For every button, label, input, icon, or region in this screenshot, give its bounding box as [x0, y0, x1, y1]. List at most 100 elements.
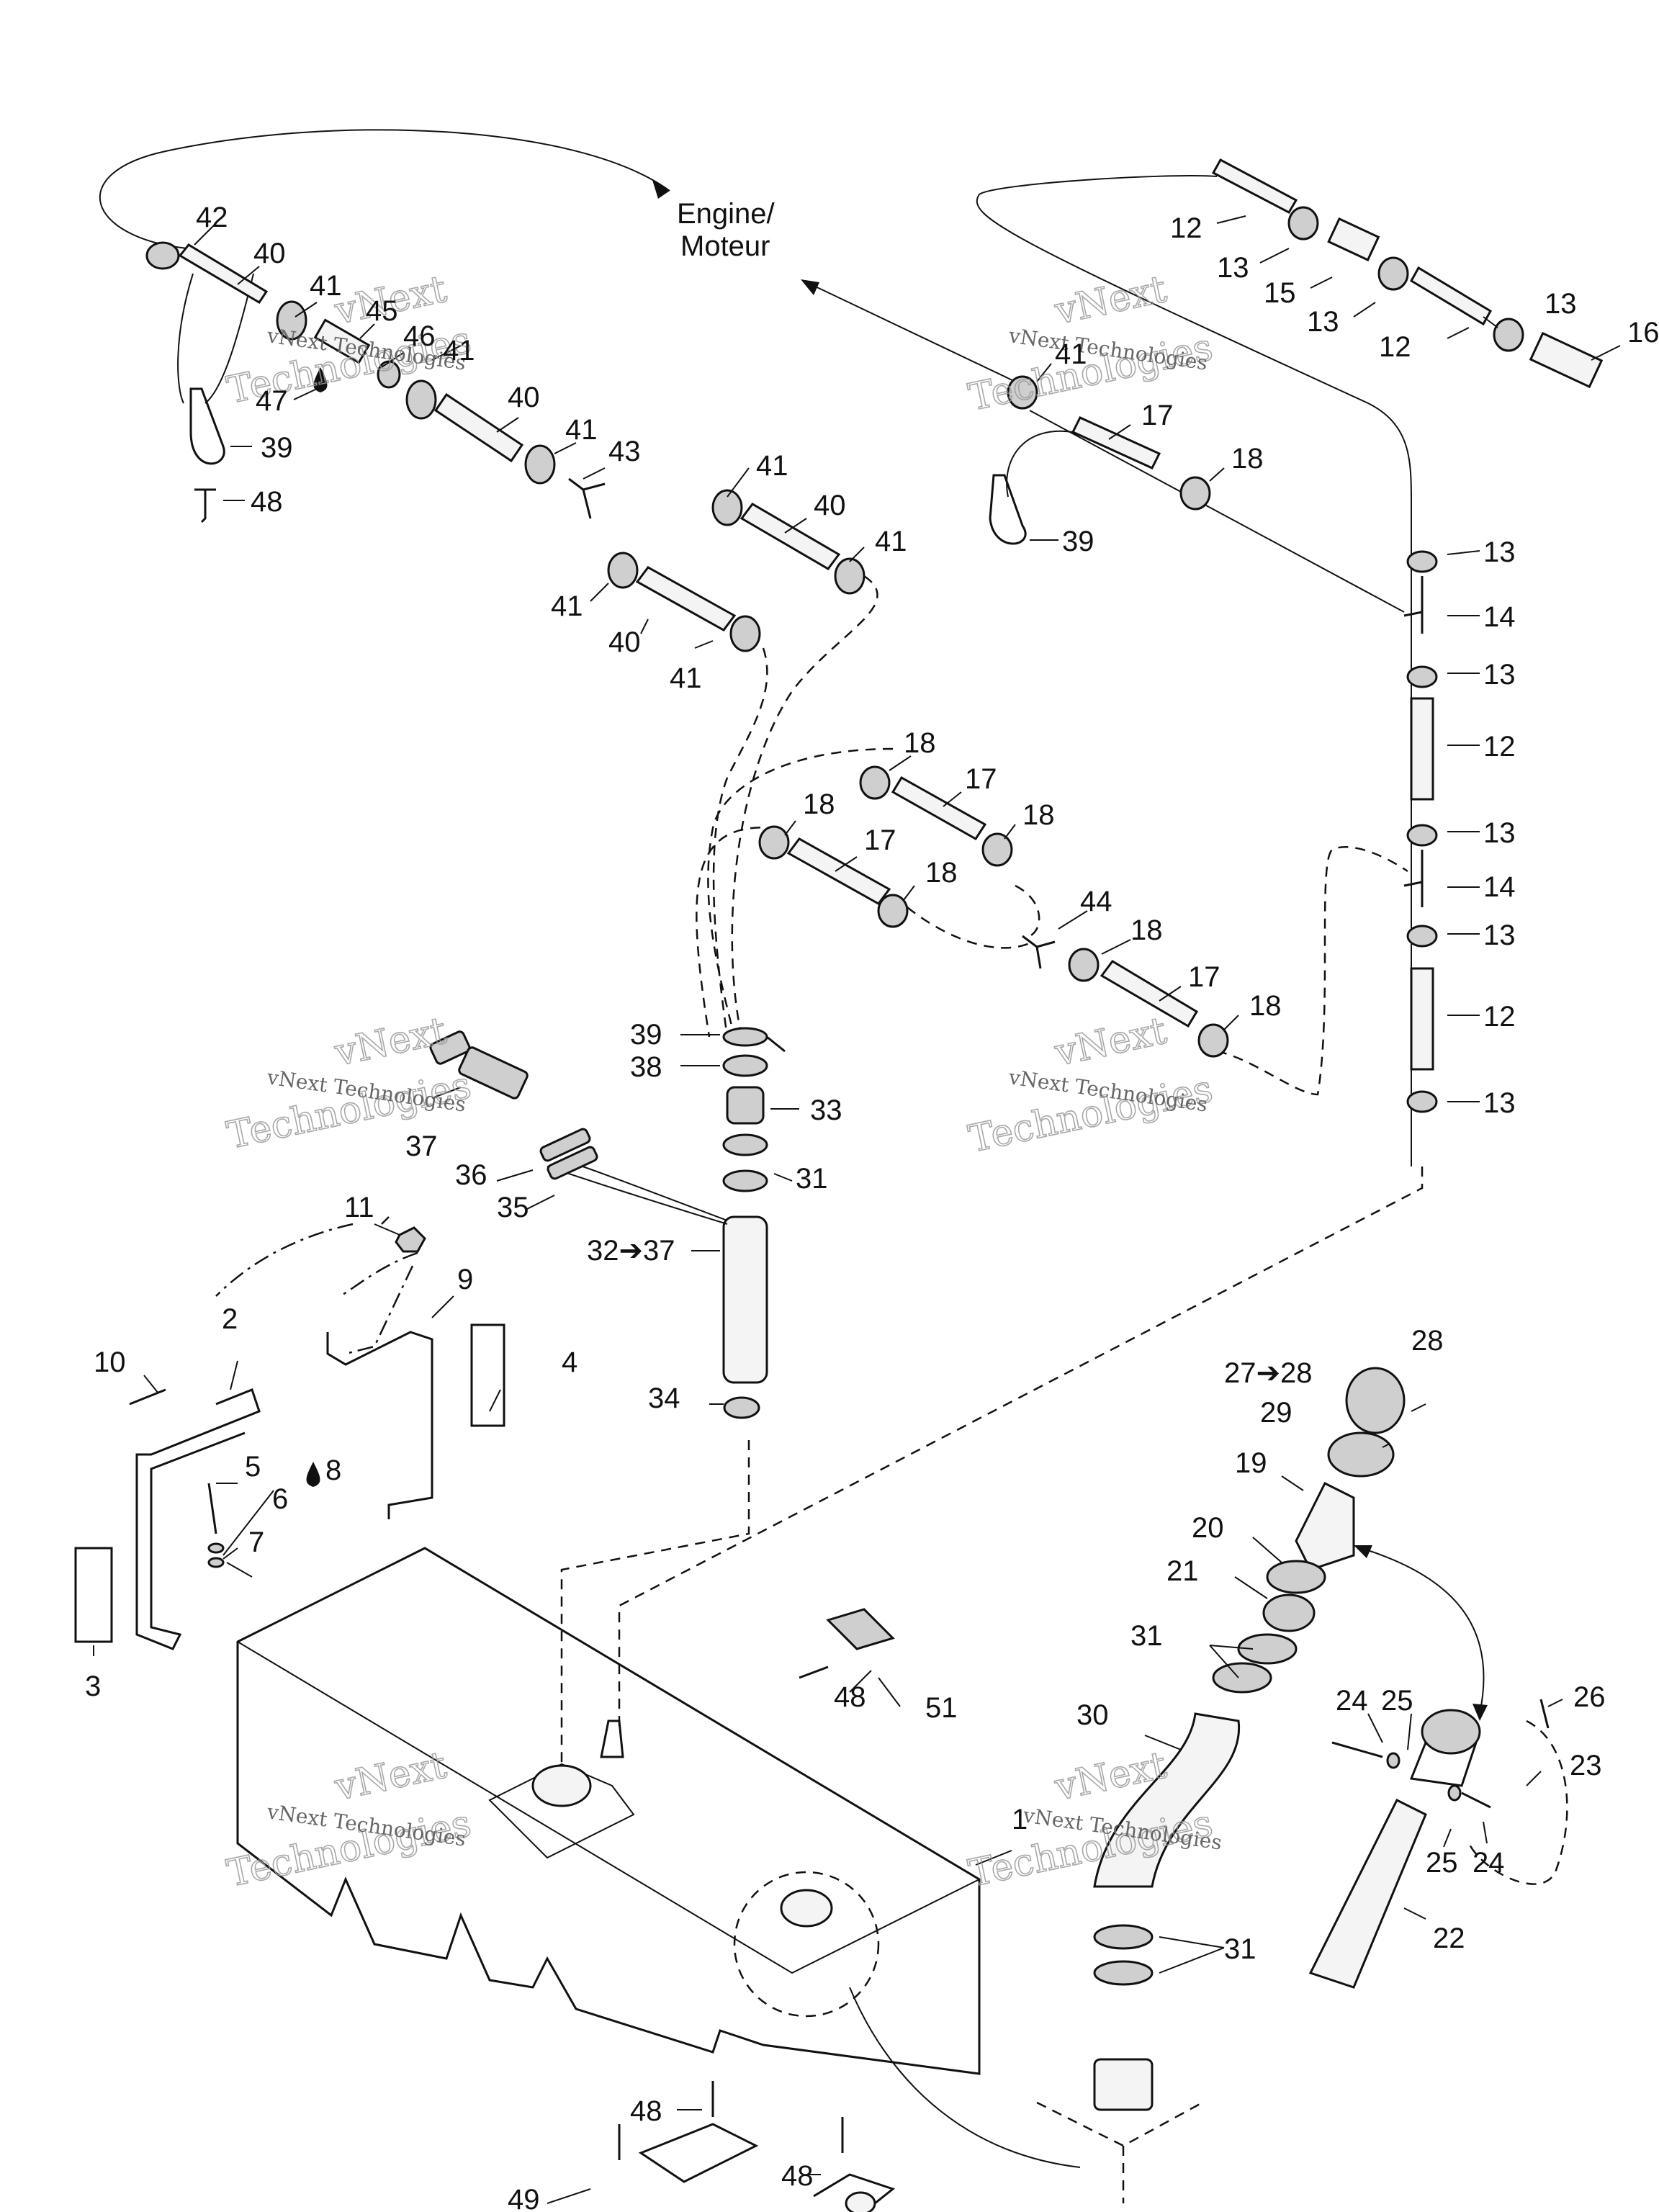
- svg-text:vNext: vNext: [1051, 1010, 1170, 1075]
- drop-icon: [306, 1462, 320, 1487]
- callout: 14: [1483, 871, 1516, 903]
- callout: 18: [1130, 914, 1163, 946]
- callout: 18: [803, 788, 835, 820]
- callout: 31: [1224, 1933, 1256, 1965]
- callout: 19: [1235, 1447, 1267, 1479]
- callout: 36: [455, 1159, 487, 1191]
- callout: 17: [965, 763, 997, 795]
- callout: 39: [630, 1019, 662, 1051]
- callout: 23: [1570, 1750, 1602, 1781]
- callout: 13: [1545, 288, 1577, 320]
- callout: 16: [1627, 317, 1659, 349]
- callout: 15: [1264, 277, 1296, 309]
- engine-label-line2: Moteur: [680, 230, 770, 262]
- callout: 12: [1170, 212, 1202, 244]
- callout: 44: [1080, 886, 1112, 917]
- callout: 6: [272, 1483, 288, 1515]
- top-right-hose-assembly: [989, 158, 1604, 545]
- callout: 22: [1433, 1923, 1465, 1954]
- callout: 31: [1130, 1620, 1163, 1652]
- callout: 24: [1473, 1847, 1505, 1879]
- clamp-icon: [145, 241, 180, 270]
- fuel-pump-icon: [722, 1215, 768, 1384]
- callout: 48: [251, 486, 283, 518]
- callout: 13: [1483, 659, 1516, 691]
- watermark-bottom-left: vNext Technologies vNext Technologies: [222, 1743, 475, 1897]
- callout: 13: [1483, 1087, 1516, 1119]
- callout: 42: [196, 202, 228, 233]
- callout: 26: [1573, 1681, 1606, 1713]
- routing-lines: [99, 129, 1488, 2203]
- svg-text:vNext: vNext: [331, 1010, 450, 1075]
- callout: 49: [508, 2184, 540, 2212]
- callout: 13: [1217, 252, 1249, 284]
- callout: 41: [565, 414, 598, 446]
- callout: 18: [1249, 990, 1282, 1022]
- callout: 45: [366, 295, 398, 327]
- callout: 29: [1260, 1397, 1292, 1429]
- callout: 39: [261, 432, 293, 464]
- callout: 18: [1231, 443, 1264, 475]
- callout: 41: [670, 662, 702, 694]
- callout: 41: [310, 270, 342, 302]
- hose-icon: [1308, 1798, 1427, 1989]
- callout: 18: [925, 857, 958, 889]
- svg-text:vNext: vNext: [331, 1744, 450, 1809]
- fuel-pump-stack: [429, 1027, 786, 1419]
- filler-neck-assembly: [618, 1367, 1568, 2212]
- callout: 2: [222, 1303, 238, 1335]
- callout: 41: [756, 450, 788, 482]
- callout: 4: [562, 1346, 577, 1378]
- screw-icon: [194, 488, 216, 523]
- callout: 21: [1166, 1555, 1199, 1587]
- top-left-hose-assembly: [145, 241, 866, 652]
- callout: 33: [810, 1094, 842, 1126]
- callout: 47: [256, 385, 288, 417]
- callout: 38: [630, 1051, 662, 1083]
- callout: 14: [1483, 601, 1516, 633]
- callout: 9: [457, 1264, 473, 1295]
- callout: 25: [1381, 1685, 1413, 1717]
- callout: 24: [1336, 1685, 1368, 1717]
- callout: 12: [1483, 1001, 1516, 1033]
- callout: 41: [551, 590, 583, 622]
- callout: 41: [875, 526, 907, 557]
- leader-lines: [93, 215, 1621, 2204]
- fuel-tank: [236, 1547, 981, 2075]
- callout: 41: [443, 335, 475, 367]
- middle-hose-group: [758, 765, 1229, 1058]
- callout: 13: [1483, 920, 1516, 951]
- callout: 40: [253, 238, 286, 269]
- callout: 30: [1076, 1699, 1109, 1731]
- vertical-hose-chain: [1403, 550, 1438, 1113]
- fuel-tank-icon: [236, 1547, 981, 2075]
- callout: 12: [1379, 331, 1411, 363]
- callout: 18: [1022, 799, 1055, 831]
- callout: 13: [1483, 817, 1516, 849]
- callout: 40: [608, 626, 641, 658]
- callout: 10: [94, 1346, 126, 1378]
- callout: 7: [248, 1527, 264, 1558]
- callout: 18: [904, 727, 936, 759]
- callout: 25: [1426, 1847, 1458, 1879]
- callout: 39: [1062, 526, 1094, 557]
- callout: 17: [1141, 400, 1174, 431]
- part-callouts: 42 40 41 45 4 6 41 47 39 48 40 41 43 41 4…: [85, 202, 1659, 2212]
- callout: 11: [344, 1192, 374, 1223]
- callout: 17: [864, 824, 896, 856]
- engine-label-line1: Engine/: [677, 198, 775, 230]
- callout: 35: [497, 1192, 529, 1223]
- callout: 5: [245, 1451, 261, 1483]
- callout: 43: [608, 436, 641, 467]
- callout: 34: [648, 1382, 680, 1414]
- drop-icon: [313, 367, 328, 392]
- callout: 51: [925, 1692, 958, 1724]
- watermark-middle-right: vNext Technologies vNext Technologies: [964, 1009, 1217, 1162]
- watermark-top-right: vNext Technologies vNext Technologies: [964, 267, 1217, 421]
- tank-brackets: [74, 1226, 505, 1650]
- callout: 28: [1411, 1325, 1444, 1357]
- svg-text:vNext: vNext: [1051, 268, 1170, 333]
- callout: 27➔28: [1224, 1357, 1313, 1389]
- hose-icon: [1093, 1712, 1241, 1888]
